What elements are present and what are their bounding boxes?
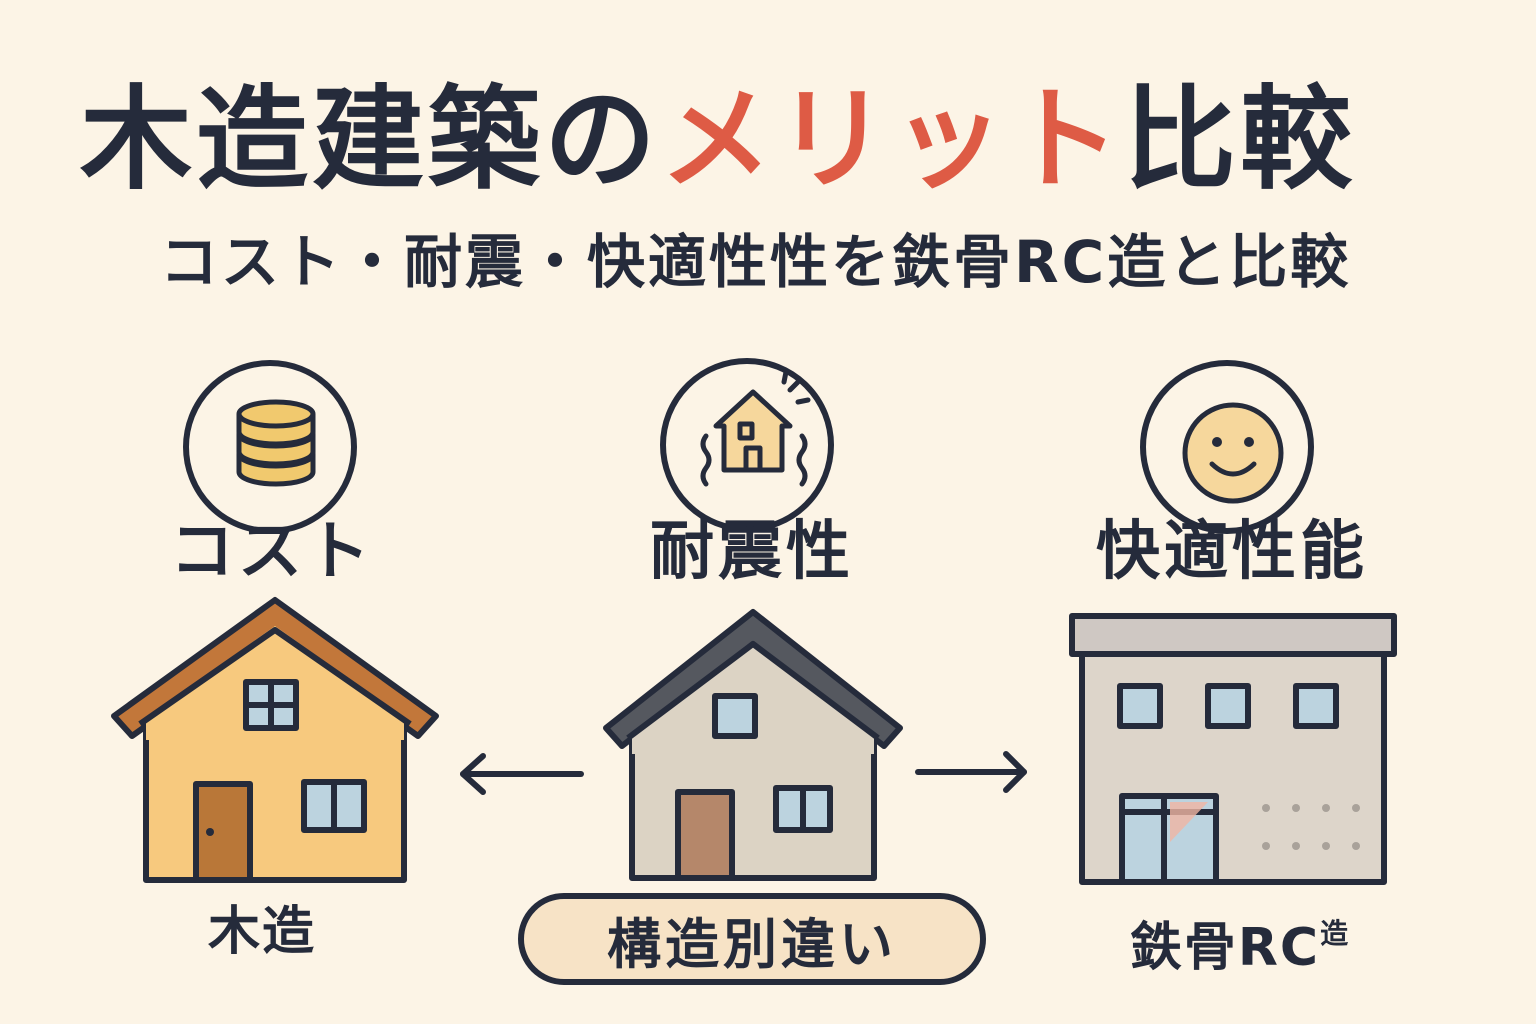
caption-rc: 鉄骨RC造 xyxy=(1130,902,1350,980)
pill-label: 構造別違い xyxy=(607,912,897,976)
caption-rc-sup: 造 xyxy=(1320,917,1351,950)
structure-difference-pill: 構造別違い xyxy=(518,893,986,985)
wooden-house-illustration xyxy=(111,597,439,883)
caption-wood: 木造 xyxy=(207,902,317,962)
left-arrow-icon xyxy=(460,753,584,795)
rc-building-illustration xyxy=(1069,613,1397,885)
center-house-illustration xyxy=(603,609,903,881)
title-accent: メリット xyxy=(660,75,1124,205)
label-comfort: 快適性能 xyxy=(1096,515,1368,589)
coin-stack-icon xyxy=(183,360,357,534)
label-seismic: 耐震性 xyxy=(650,515,854,589)
page-subtitle: コスト・耐震・快適性性を鉄骨RC造と比較 xyxy=(160,228,1352,296)
title-part2: 比較 xyxy=(1124,75,1356,205)
label-cost: コスト xyxy=(170,515,374,589)
caption-rc-main: 鉄骨RC xyxy=(1129,918,1321,978)
page-title: 木造建築のメリット比較 xyxy=(80,70,1356,210)
shaking-house-icon xyxy=(660,358,834,532)
right-arrow-icon xyxy=(915,751,1027,793)
title-part1: 木造建築の xyxy=(80,75,660,205)
smiley-face-icon xyxy=(1140,360,1314,534)
